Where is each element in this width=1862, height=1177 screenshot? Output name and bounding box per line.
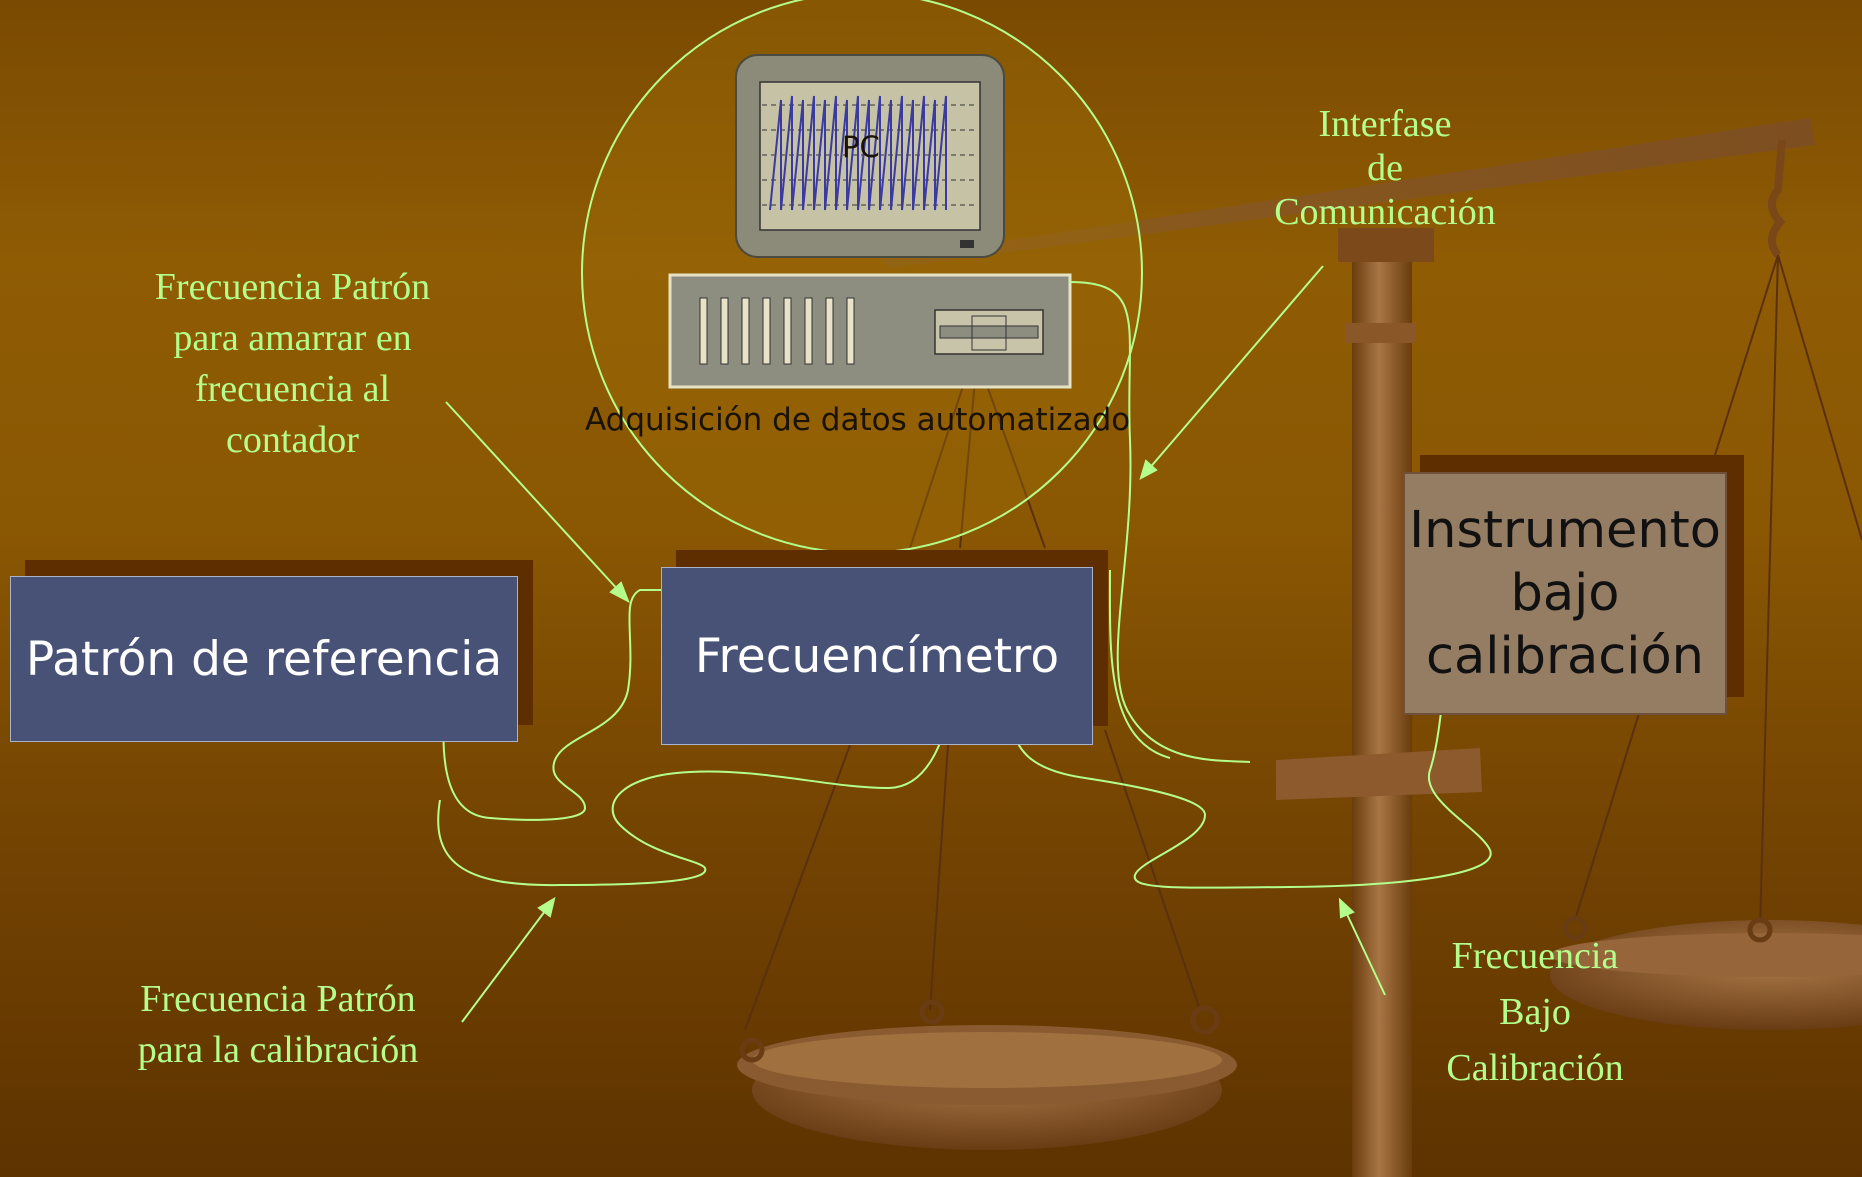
instrument-under-calibration-box: Instrumento bajo calibración bbox=[1403, 472, 1727, 715]
reference-standard-box: Patrón de referencia bbox=[10, 576, 518, 742]
dut-freq-line-3: Calibración bbox=[1446, 1047, 1624, 1089]
sawtooth-signal bbox=[769, 95, 947, 211]
reference-standard-label: Patrón de referencia bbox=[25, 631, 503, 687]
pc-label: PC bbox=[842, 130, 880, 164]
frequency-counter-box: Frecuencímetro bbox=[661, 567, 1093, 745]
ref-cal-line-2: para la calibración bbox=[137, 1029, 419, 1071]
ref-lock-line-3: frecuencia al bbox=[194, 368, 391, 410]
instrument-line-1: Instrumento bbox=[1409, 501, 1721, 560]
dut-freq-line-1: Frecuencia bbox=[1451, 935, 1619, 977]
frequency-counter-label: Frecuencímetro bbox=[694, 628, 1060, 684]
instrument-line-2: bajo bbox=[1510, 564, 1620, 623]
interface-line-2: de bbox=[1367, 147, 1403, 189]
dut-freq-line-2: Bajo bbox=[1499, 991, 1571, 1033]
acquisition-caption: Adquisición de datos automatizado bbox=[585, 402, 1131, 438]
ref-lock-line-1: Frecuencia Patrón bbox=[154, 266, 431, 308]
interface-line-3: Comunicación bbox=[1274, 191, 1496, 233]
ref-lock-line-4: contador bbox=[226, 419, 359, 461]
interface-label: Interfase de Comunicación bbox=[1250, 102, 1520, 234]
interface-line-1: Interfase bbox=[1318, 103, 1452, 145]
ref-cal-line-1: Frecuencia Patrón bbox=[140, 978, 416, 1020]
computer-case bbox=[668, 273, 1072, 389]
reference-lock-label: Frecuencia Patrón para amarrar en frecue… bbox=[120, 262, 465, 466]
ref-lock-line-2: para amarrar en bbox=[173, 317, 412, 359]
instrument-line-3: calibración bbox=[1426, 627, 1704, 686]
reference-calibration-label: Frecuencia Patrón para la calibración bbox=[108, 974, 448, 1076]
dut-frequency-label: Frecuencia Bajo Calibración bbox=[1410, 928, 1660, 1096]
